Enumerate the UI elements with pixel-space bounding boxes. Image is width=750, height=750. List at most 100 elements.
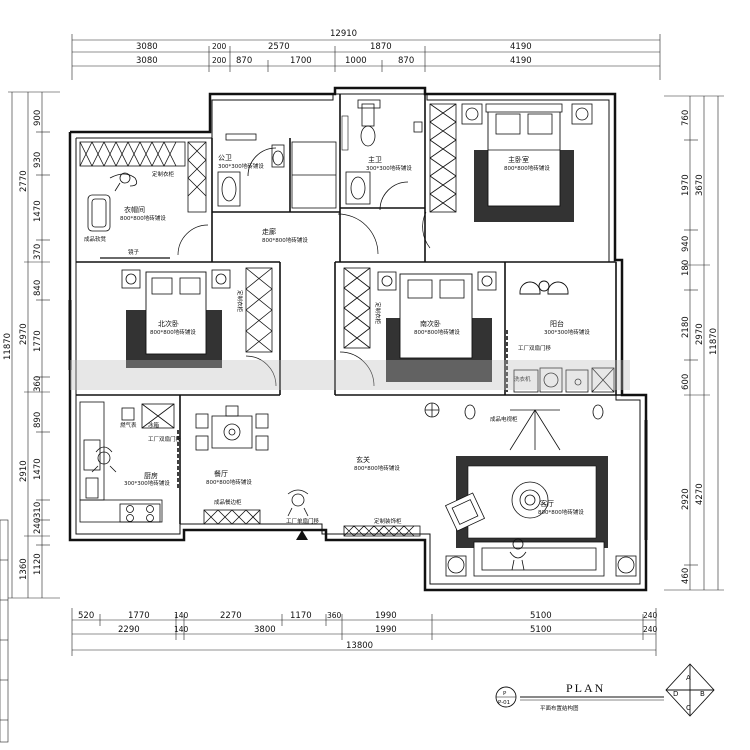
south-pillows (407, 279, 465, 299)
dining-table (195, 405, 269, 451)
dim-bot-5: 1170 (290, 611, 312, 621)
living-rug-inner (467, 465, 597, 539)
entry-door-triangle (296, 530, 308, 540)
entry-floor: 800*800地砖铺设 (354, 464, 400, 472)
north-door (245, 355, 277, 387)
dim-left-total: 11870 (3, 333, 13, 360)
dim-left-o4: 1360 (19, 558, 29, 580)
dim-left-i2: 930 (33, 152, 43, 168)
top-dimensions (71, 34, 661, 80)
kitchen: 燃气表 冰箱 工厂双扇门移 厨房 300*300地砖铺设 (79, 401, 182, 523)
dim-right-o3: 4270 (695, 483, 705, 505)
dim-right-o2: 2970 (695, 323, 705, 345)
dim-right-i4: 180 (681, 260, 691, 276)
dim-left-i9: 1470 (33, 458, 43, 480)
balcony-door-label: 工厂双扇门移 (518, 344, 552, 352)
cloakroom-door (177, 224, 209, 256)
living-label: 客厅 (540, 499, 554, 508)
dim-bot-r2-1: 2290 (118, 625, 140, 635)
dim-bot-r2-6: 240 (643, 625, 658, 634)
master-bath-floor: 300*300地砖铺设 (366, 164, 412, 172)
washer-label: 洗衣机 (514, 375, 531, 383)
dim-left-i1: 900 (33, 110, 43, 126)
dim-left-o1: 2770 (19, 170, 29, 192)
master-bedroom: 主卧室 800*800地砖铺设 (422, 103, 593, 249)
compass-diamond (665, 663, 715, 717)
dim-bot-9: 240 (643, 611, 658, 620)
dim-bot-r2-2: 140 (174, 625, 189, 634)
dim-bot-r2-5: 5100 (530, 625, 552, 635)
cloakroom-label: 衣帽间 (124, 205, 145, 214)
living-floor: 800*800地砖铺设 (538, 508, 584, 516)
dim-right-i5: 2180 (681, 316, 691, 338)
compass-b: B (700, 690, 705, 698)
dim-bot-total: 13800 (346, 641, 373, 651)
north-nightstand (121, 269, 231, 289)
dim-right-i3: 940 (681, 236, 691, 252)
dim-left-i5: 840 (33, 280, 43, 296)
sofa (445, 541, 637, 577)
entry: 工厂单扇门移 玄关 800*800地砖铺设 定制装饰柜 (286, 455, 421, 540)
north-wardrobe-label: 定制衣柜 (236, 290, 244, 313)
shoe-cabinet (343, 525, 421, 537)
north-bedroom: 北次卧 800*800地砖铺设 定制衣柜 (68, 267, 277, 387)
kitchen-figure-icon (91, 446, 117, 473)
public-bath-label: 公卫 (218, 154, 232, 162)
cloak-figure-icon (109, 172, 138, 192)
dim-left-i10: 310 (33, 502, 43, 518)
dim-top-r2-1: 3080 (136, 56, 158, 66)
dining-label: 餐厅 (214, 469, 228, 478)
laundry-cabinet (513, 367, 615, 393)
tv-cabinet-label: 成品电视柜 (490, 415, 518, 423)
balcony-chairs (519, 280, 569, 295)
dim-bot-r2-4: 1990 (375, 625, 397, 635)
compass-c: C (686, 704, 691, 712)
plan-tag-top: P (503, 691, 507, 697)
plan-subtitle: 平面布置结构图 (540, 704, 579, 712)
south-door (339, 351, 375, 387)
master-bedroom-label: 主卧室 (508, 155, 529, 164)
dim-top-r2-7: 4190 (510, 56, 532, 66)
dim-top-total: 12910 (330, 29, 357, 39)
dim-left-i6: 1770 (33, 330, 43, 352)
north-bedroom-floor: 800*800地砖铺设 (150, 328, 196, 336)
south-wardrobe-label: 定制衣柜 (374, 302, 382, 325)
armchair (444, 492, 486, 532)
north-pillows (151, 277, 201, 295)
coffee-table (511, 481, 549, 519)
south-nightstand (377, 271, 497, 291)
kitchen-floor: 300*300地砖铺设 (124, 479, 170, 487)
dim-left-i3: 1470 (33, 200, 43, 222)
dim-top-5: 4190 (510, 42, 532, 52)
dim-bot-4: 2270 (220, 611, 242, 621)
kitchen-door-label: 工厂双扇门移 (148, 435, 182, 443)
south-bedroom-label: 南次卧 (420, 319, 441, 328)
dim-right-i8: 460 (681, 568, 691, 584)
north-bedroom-label: 北次卧 (158, 319, 179, 328)
dining-floor: 800*800地砖铺设 (206, 478, 252, 486)
gas-label: 燃气表 (120, 421, 137, 429)
sofa-stool-icon (87, 194, 111, 232)
sideboard-label: 成品餐边柜 (214, 498, 242, 506)
dim-top-r2-4: 1700 (290, 56, 312, 66)
dim-right-i7: 2920 (681, 488, 691, 510)
dim-bot-1: 520 (78, 611, 94, 621)
dim-right-i1: 760 (681, 110, 691, 126)
dim-top-1: 3080 (136, 42, 158, 52)
compass-d: D (673, 690, 678, 698)
plan-title: PLAN (566, 681, 605, 695)
cloakroom-floor: 800*800地砖铺设 (120, 214, 166, 222)
south-bedroom: 南次卧 800*800地砖铺设 定制衣柜 (339, 267, 497, 387)
master-pillows (495, 113, 553, 135)
fridge-label: 冰箱 (148, 421, 160, 429)
entry-figure-icon (287, 489, 309, 517)
watermark (70, 360, 630, 390)
balcony-label: 阳台 (550, 319, 564, 328)
mirror-label: 镜子 (128, 248, 140, 256)
shoe-decor-label: 定制装饰柜 (374, 517, 402, 525)
master-headboard (485, 103, 563, 113)
living-figure-icon (509, 538, 527, 571)
tv-cabinet (424, 402, 604, 451)
master-door (422, 211, 431, 249)
plan-tag: P P-01 (495, 686, 517, 708)
